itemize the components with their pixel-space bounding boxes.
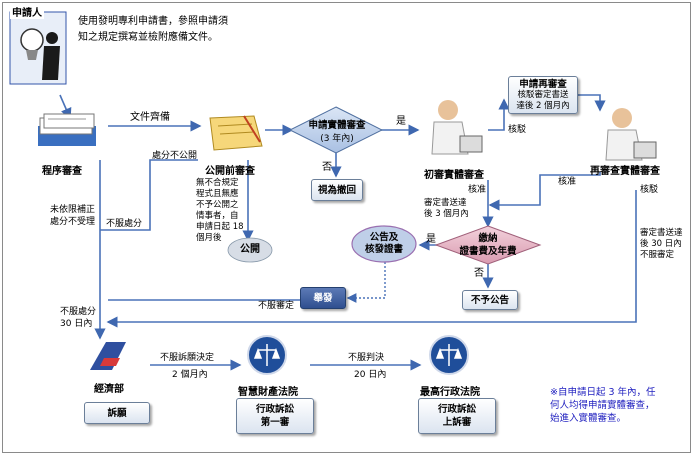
label-judgment: 不服判決 [348,353,385,363]
label-after-approval: 審定書送達 後 3 個月內 [424,198,469,219]
label-reexam-timing: 審定書送達 後 30 日內 不服審定 [640,228,683,260]
supreme-court-label: 最高行政法院 [420,387,480,398]
moea-label: 經濟部 [94,384,124,395]
ip-court-label: 智慧財產法院 [238,387,298,398]
label-disposition-30-days: 不服處分 30 日內 [60,307,97,329]
moea-logo-icon [86,338,130,378]
supreme-court-box: 行政訴訟 上訴審 [418,398,496,434]
arrow-first-to-reexam-request [488,98,510,131]
reexam-label: 再審查實體審查 [590,166,660,177]
label-yes-2: 是 [426,234,436,245]
appeal-box: 訴願 [84,402,150,424]
arrow-disposition-line [100,159,198,231]
label-docs-ready: 文件齊備 [130,112,170,123]
applicant-icon [8,10,68,86]
supreme-court-emblem-icon [428,334,470,380]
arrow-reexam-to-pay [488,172,601,211]
dotted-arrow-announce-to-opposition [346,262,386,303]
label-not-public-condition: 無不合規定 程式且無應 不予公開之 情事者，自 申請日起 18 個月後 [196,178,244,243]
documents-icon [36,112,98,152]
pay-fees-label: 繳納 證書費及年費 [459,233,517,257]
applicant-instruction: 使用發明專利申請書，參照申請須 知之規定撰寫並檢附應備文件。 [78,16,228,43]
footnote: ※自申請日起 3 年內，任 何人均得申請實體審查， 始進入實體審查。 [550,387,656,424]
notepad-icon [204,112,264,156]
label-yes-1: 是 [396,116,406,127]
label-reject-1: 核駁 [508,125,527,135]
arrow-reexam-down [106,190,637,328]
deemed-withdrawn-box: 視為撤回 [311,179,363,201]
arrow-reexam-request-to-reexam [575,94,606,112]
label-not-accept-review: 不服審定 [258,301,295,311]
ellipse-announce [351,225,417,263]
label-approve-2: 核准 [558,177,577,187]
label-appeal-decision: 不服訴願決定 [160,353,215,363]
reexam-request-sub: 核駁審定書送 達後 2 個月內 [516,89,570,111]
label-not-corrected: 未依限補正 處分不受理 [50,205,96,227]
label-no-2: 否 [474,268,484,279]
first-review-label: 初審實體審查 [424,170,484,181]
examiner-icon [424,92,484,164]
diamond-pay-fees [434,225,542,265]
request-substantive-label: 申請實體審查 [308,120,366,131]
label-reject-2: 核駁 [640,185,659,195]
label-approve-1: 核准 [468,185,487,195]
opposition-box: 舉發 [300,287,346,309]
ip-court-box: 行政訴訟 第一審 [236,398,314,434]
prepub-review-label: 公開前審查 [205,166,255,177]
request-substantive-period: (3 年內) [320,134,354,144]
diagram-frame [2,2,691,453]
ellipse-publish [227,237,273,263]
court-emblem-icon [246,334,288,380]
reexaminer-icon [598,100,658,170]
applicant-title: 申請人 [10,4,44,19]
procedure-review-label: 程序審查 [42,166,82,177]
announce-label: 公告及 核發證書 [364,232,403,255]
reexam-request-box: 申請再審查 核駁審定書送 達後 2 個月內 [508,76,578,114]
label-disposition-not-public: 處分不公開 [152,151,198,161]
label-twenty-days: 20 日內 [354,370,387,380]
not-announce-box: 不予公告 [462,290,518,310]
label-two-months: 2 個月內 [172,370,208,380]
reexam-request-title: 申請再審查 [519,78,567,90]
label-no-1: 否 [322,162,332,173]
diamond-request-substantive [288,106,384,154]
label-not-accept-disposition: 不服處分 [106,219,143,229]
publish-label: 公開 [240,244,260,255]
